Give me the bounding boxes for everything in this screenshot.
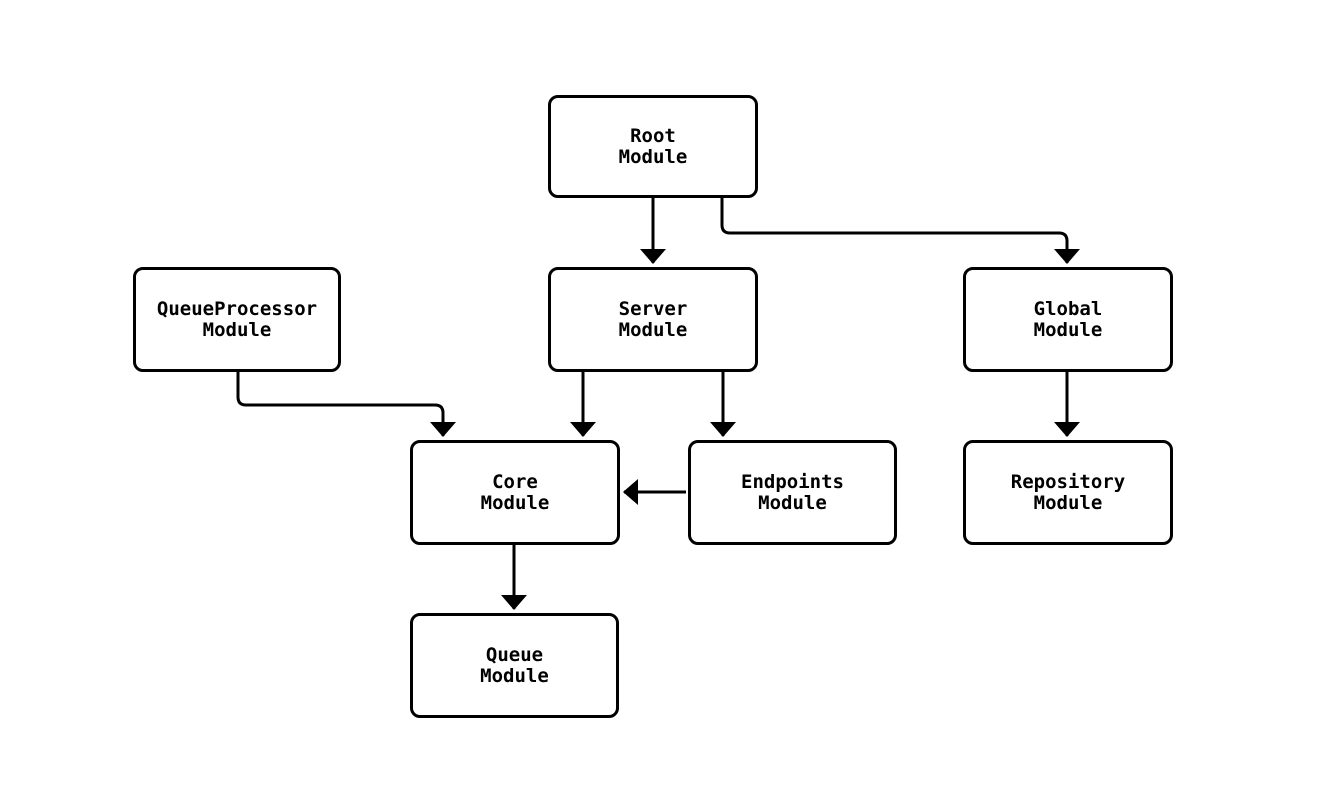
- node-repository-module: Repository Module: [963, 440, 1173, 545]
- node-global-module: Global Module: [963, 267, 1173, 372]
- node-label-line: Queue: [485, 643, 544, 666]
- node-queue-module: Queue Module: [410, 613, 619, 718]
- node-label-line: Module: [758, 491, 827, 514]
- node-label-line: Endpoints: [741, 470, 844, 493]
- node-label-line: Module: [480, 491, 550, 514]
- node-label-line: Module: [618, 145, 688, 168]
- node-label-line: QueueProcessor: [156, 297, 318, 320]
- node-label-line: Module: [618, 318, 688, 341]
- node-label-line: Server: [618, 297, 688, 320]
- node-label-line: Global: [1033, 297, 1103, 320]
- node-root-module: Root Module: [548, 95, 758, 198]
- node-core-module: Core Module: [410, 440, 620, 545]
- node-label-line: Repository: [1010, 470, 1126, 493]
- edge-root-to-global: [720, 198, 1080, 264]
- node-label-line: Module: [1033, 318, 1103, 341]
- node-label-line: Core: [492, 470, 538, 493]
- edge-queueprocessor-to-core: [236, 372, 456, 437]
- node-queueprocessor-module: QueueProcessor Module: [133, 267, 341, 372]
- node-server-module: Server Module: [548, 267, 758, 372]
- node-label-line: Module: [1033, 491, 1103, 514]
- node-label-line: Module: [202, 318, 272, 341]
- node-label-line: Module: [480, 664, 549, 687]
- node-label-line: Root: [630, 124, 676, 147]
- node-endpoints-module: Endpoints Module: [688, 440, 897, 545]
